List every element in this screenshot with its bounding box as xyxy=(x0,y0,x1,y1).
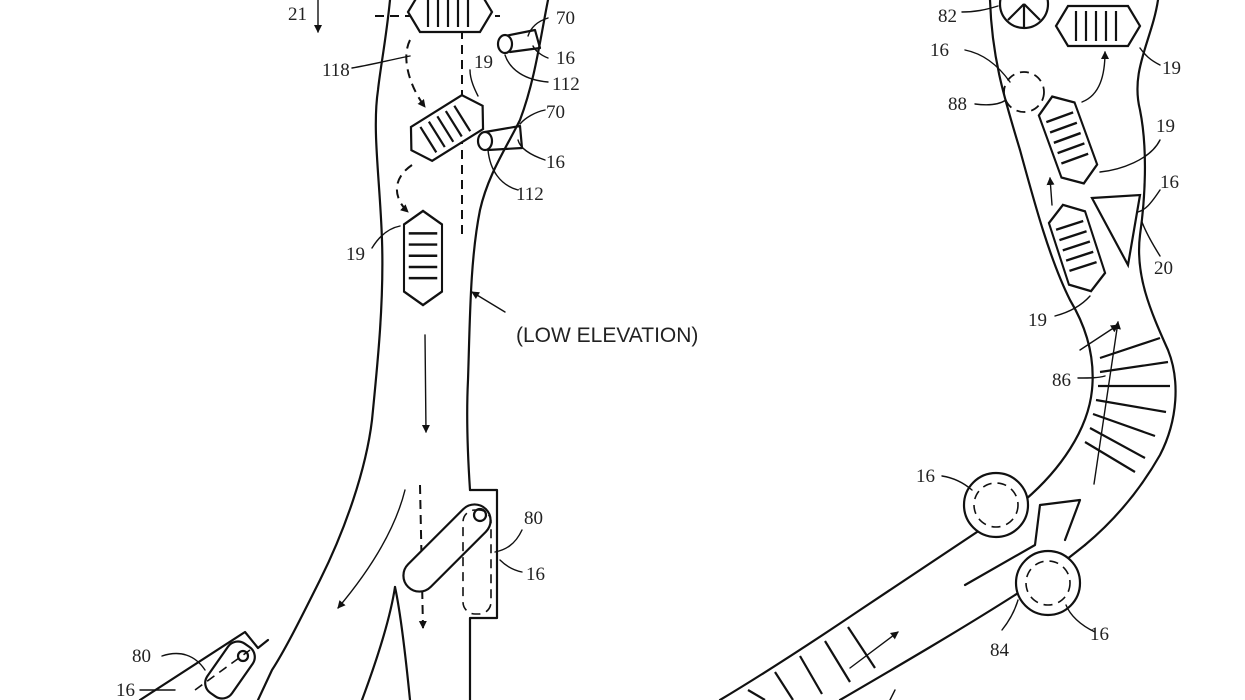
ride-vehicle-mid xyxy=(404,211,442,305)
diverter-gate xyxy=(397,498,497,614)
left-track-outer-edge xyxy=(258,0,390,700)
label-19-right-upper: 19 xyxy=(1156,116,1175,137)
label-80-left: 80 xyxy=(132,646,151,667)
label-20: 20 xyxy=(1154,258,1173,279)
label-19-upper: 19 xyxy=(474,52,493,73)
loading-pod-upper xyxy=(498,30,540,53)
label-16-lower: 16 xyxy=(546,152,565,173)
ride-vehicle-top-left xyxy=(408,0,492,32)
label-70-upper: 70 xyxy=(556,8,575,29)
label-16-turntable-upper: 16 xyxy=(916,466,935,487)
label-16-top-right: 16 xyxy=(930,40,949,61)
label-16-right: 16 xyxy=(1160,172,1179,193)
left-track xyxy=(140,0,548,700)
wheel-icon xyxy=(1000,0,1048,28)
label-86: 86 xyxy=(1052,370,1071,391)
low-elevation-label: (LOW ELEVATION) xyxy=(516,324,698,347)
label-82: 82 xyxy=(938,6,957,27)
ride-vehicle-top-right xyxy=(1056,6,1140,46)
label-19-mid: 19 xyxy=(346,244,365,265)
label-19-right-lower: 19 xyxy=(1028,310,1047,331)
ride-vehicle-right-upper xyxy=(1034,90,1101,190)
left-track-branch xyxy=(362,587,395,700)
turntable-lower xyxy=(1016,551,1080,615)
left-track-inner-edge xyxy=(467,0,548,490)
label-88: 88 xyxy=(948,94,967,115)
label-112-upper: 112 xyxy=(552,74,580,95)
label-16-bay: 16 xyxy=(526,564,545,585)
label-19-top-right: 19 xyxy=(1162,58,1181,79)
label-16-turntable-lower: 16 xyxy=(1090,624,1109,645)
label-16-upper: 16 xyxy=(556,48,575,69)
track-lower-stripes xyxy=(748,627,898,700)
ride-vehicle-tilted xyxy=(401,89,493,167)
label-80-right: 80 xyxy=(524,508,543,529)
label-112-lower: 112 xyxy=(516,184,544,205)
vehicle-placeholder xyxy=(1004,72,1044,112)
label-84: 84 xyxy=(990,640,1010,661)
label-21: 21 xyxy=(288,4,307,25)
label-16-left: 16 xyxy=(116,680,135,700)
label-70-lower: 70 xyxy=(546,102,565,123)
track-transition-stripes xyxy=(1085,338,1170,472)
label-118: 118 xyxy=(322,60,350,81)
turntable-upper xyxy=(964,473,1028,537)
